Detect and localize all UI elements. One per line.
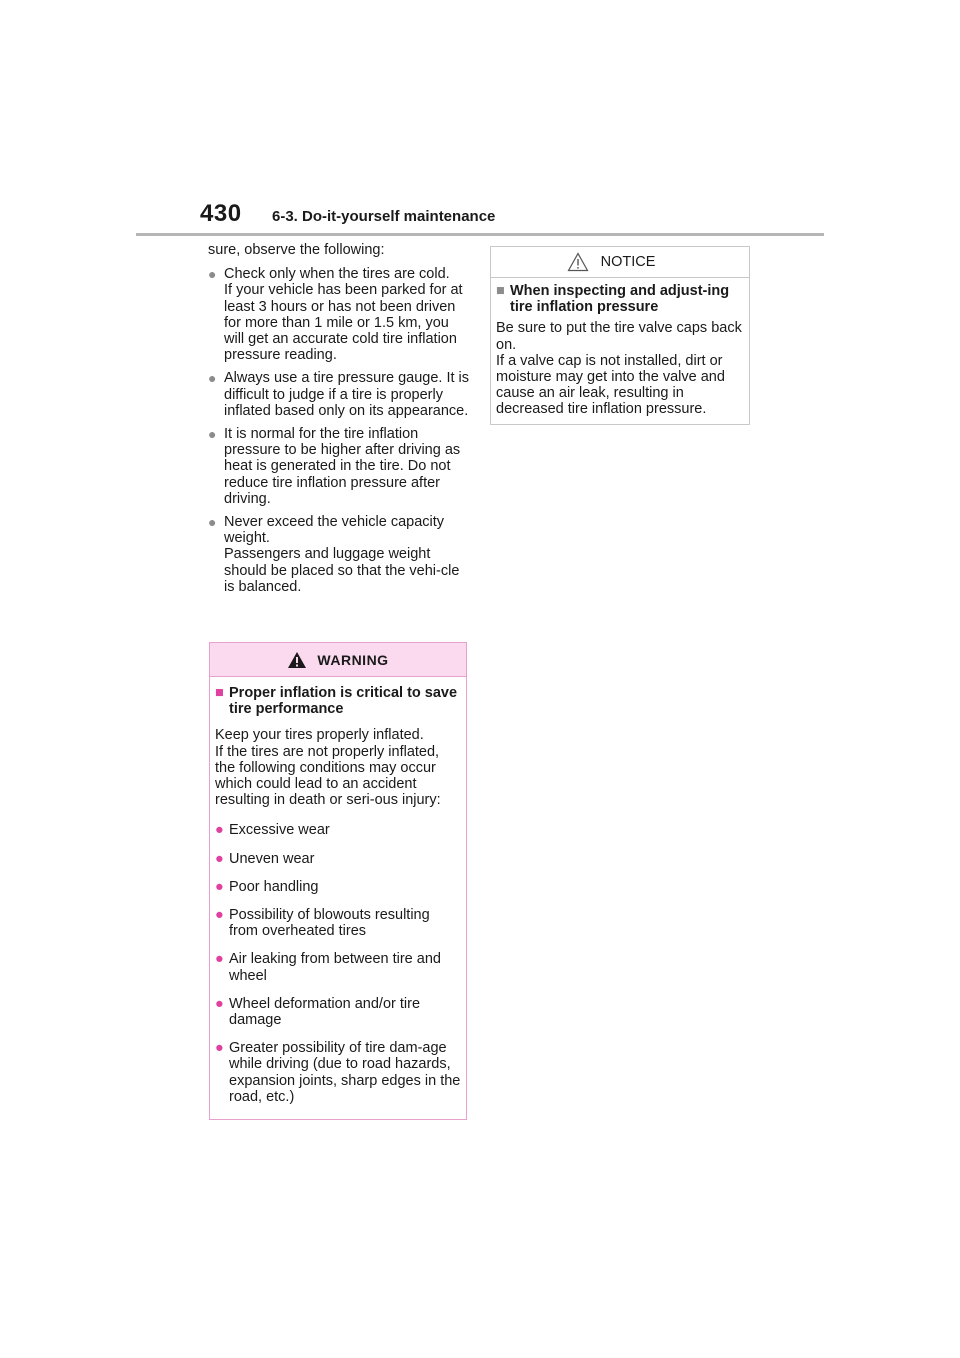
bullet-icon: ●	[208, 514, 217, 531]
bullet-icon: ●	[215, 878, 224, 895]
header-rule	[136, 233, 824, 236]
list-item: ● Poor handling	[215, 879, 461, 895]
list-item-text: Always use a tire pressure gauge. It is …	[224, 370, 470, 419]
list-item-text: Excessive wear	[229, 822, 330, 839]
bullet-icon: ●	[208, 426, 217, 443]
bullet-icon: ●	[208, 266, 217, 283]
notice-header: NOTICE	[491, 247, 749, 278]
notice-heading: ■ When inspecting and adjust-ing tire in…	[496, 283, 744, 315]
warning-triangle-icon	[288, 651, 307, 668]
list-item: ● Greater possibility of tire dam-age whi…	[215, 1040, 461, 1105]
list-item: ● Never exceed the vehicle capacity weig…	[208, 514, 470, 595]
page-number: 430	[200, 200, 242, 227]
section-title: 6-3. Do-it-yourself maintenance	[272, 208, 496, 225]
list-item: ● It is normal for the tire inflation pr…	[208, 426, 470, 507]
list-item-text: Air leaking from between tire and wheel	[229, 951, 441, 984]
notice-box: NOTICE ■ When inspecting and adjust-ing …	[490, 246, 750, 425]
list-item-text: Wheel deformation and/or tire damage	[229, 995, 421, 1029]
notice-heading-text: When inspecting and adjust-ing tire infl…	[510, 283, 730, 316]
bullet-icon: ●	[215, 995, 224, 1012]
left-column: sure, observe the following: ● Check onl…	[208, 242, 470, 602]
list-item: ● Always use a tire pressure gauge. It i…	[208, 370, 470, 419]
lead-text: sure, observe the following:	[208, 242, 385, 258]
list-item-text: It is normal for the tire inflation pres…	[224, 426, 461, 507]
list-item-text: Poor handling	[229, 878, 319, 895]
bullet-icon: ●	[215, 907, 224, 924]
bullet-icon: ●	[215, 1040, 224, 1057]
warning-header: WARNING	[210, 643, 466, 677]
warning-label: WARNING	[317, 651, 389, 668]
list-item: ● Excessive wear	[215, 822, 461, 838]
list-item: ● Wheel deformation and/or tire damage	[215, 996, 461, 1028]
list-item-text: Greater possibility of tire dam-age whil…	[229, 1040, 461, 1105]
list-item-text: Never exceed the vehicle capacity weight…	[224, 514, 460, 595]
list-item: ● Uneven wear	[215, 851, 461, 867]
square-icon: ■	[215, 685, 224, 701]
bullet-icon: ●	[215, 822, 224, 839]
warning-heading: ■ Proper inflation is critical to save t…	[215, 685, 461, 717]
warning-paragraph: Keep your tires properly inflated. If th…	[215, 727, 441, 809]
list-item: ● Air leaking from between tire and wheel	[215, 951, 461, 983]
list-item: ● Possibility of blowouts resulting from …	[215, 907, 461, 939]
bullet-icon: ●	[208, 370, 217, 387]
list-item-text: Possibility of blowouts resulting from o…	[229, 907, 430, 940]
list-item: ● Check only when the tires are cold. If…	[208, 266, 470, 363]
notice-paragraph: Be sure to put the tire valve caps back …	[496, 320, 742, 418]
list-item-text: Check only when the tires are cold. If y…	[224, 266, 463, 364]
caution-triangle-icon	[567, 252, 589, 272]
warning-heading-text: Proper inflation is critical to save tir…	[229, 685, 458, 718]
warning-box: WARNING ■ Proper inflation is critical t…	[209, 642, 467, 1120]
notice-label: NOTICE	[600, 254, 656, 270]
square-icon: ■	[496, 283, 505, 299]
list-item-text: Uneven wear	[229, 850, 315, 867]
bullet-icon: ●	[215, 850, 224, 867]
bullet-icon: ●	[215, 951, 224, 968]
